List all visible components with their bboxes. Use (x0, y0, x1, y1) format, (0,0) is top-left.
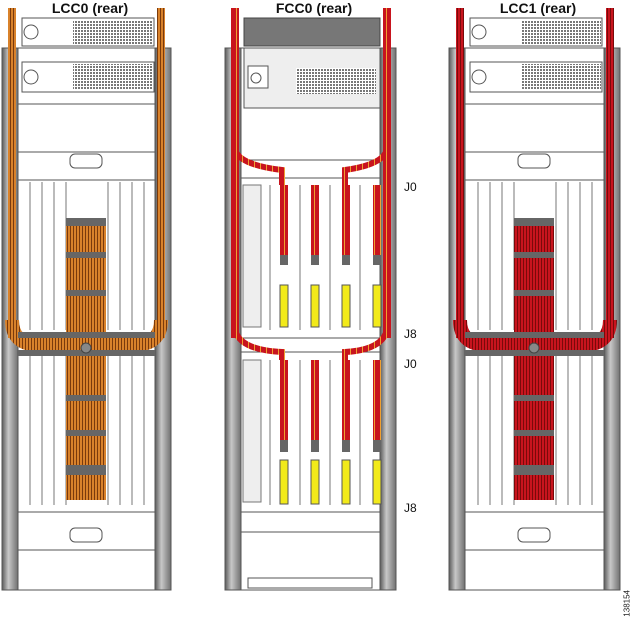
lcc0-title: LCC0 (rear) (51, 0, 129, 16)
fcc0-title: FCC0 (rear) (275, 0, 353, 16)
lcc1-chassis (448, 8, 621, 591)
fcc0-chassis (224, 8, 397, 591)
fcc0-upper-j0-label: J0 (404, 180, 417, 194)
chassis-diagram-graphic (1, 8, 621, 591)
fcc0-lower-j0-label: J0 (404, 357, 417, 371)
fcc0-upper-j8-label: J8 (404, 327, 417, 341)
fcc0-lower-j8-label: J8 (404, 501, 417, 515)
lcc0-chassis (1, 8, 172, 591)
lcc1-title: LCC1 (rear) (499, 0, 577, 16)
